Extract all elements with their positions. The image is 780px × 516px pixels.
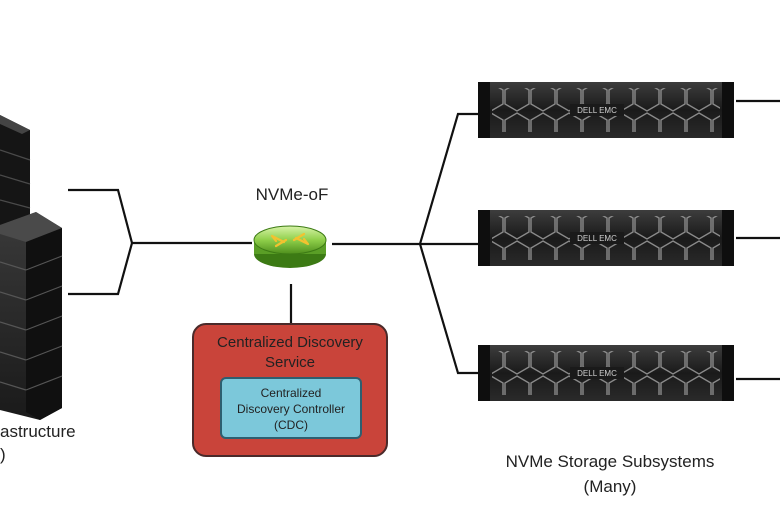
storage-array-icon: DELL EMC [478,345,734,401]
centralized-discovery-controller-box: Centralized Discovery Controller (CDC) [220,377,362,439]
host-label-line2: ) [0,445,6,464]
storage-right-links [736,99,780,381]
centralized-discovery-service-box: Centralized Discovery Service Centralize… [192,323,388,457]
storage-array-icon: DELL EMC [478,82,734,138]
brand-logo: DELL EMC [577,369,617,378]
fabric-label: NVMe-oF [255,185,329,204]
storage-array-icon: DELL EMC [478,210,734,266]
cdc-line3: (CDC) [274,418,308,432]
brand-logo: DELL EMC [577,234,617,243]
cds-title-line2: Service [264,354,316,371]
storage-label-line1: NVMe Storage Subsystems [505,452,715,471]
host-label-line1: astructure [0,422,76,441]
storage-fanout-lines [332,112,478,375]
brand-logo: DELL EMC [577,106,617,115]
storage-label-line2: (Many) [583,477,637,496]
cdc-line1: Centralized [260,386,322,400]
cdc-line2: Discovery Controller [236,402,346,416]
network-switch-icon [253,225,327,268]
host-bracket [68,188,252,296]
server-rack-icon [0,115,63,420]
cds-title-line1: Centralized Discovery [217,334,363,351]
